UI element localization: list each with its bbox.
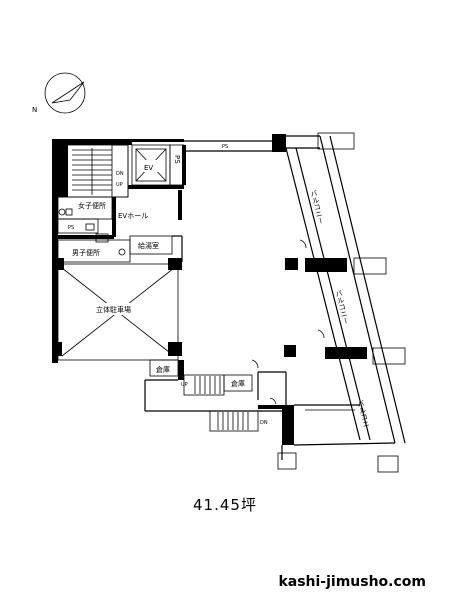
label-up: UP (116, 182, 123, 188)
label-stair-dn: DN (260, 420, 268, 426)
label-ps-small: PS (68, 225, 74, 231)
label-parking: 立体駐車場 (96, 305, 131, 314)
label-dn: DN (116, 171, 124, 177)
core-area: DN UP EV PS PS (57, 144, 228, 198)
door-swing (269, 397, 277, 405)
label-ps-side: PS (173, 155, 181, 164)
service-area: 女子便所 PS EVホール 男子便所 給湯室 (57, 190, 183, 263)
label-womens-toilet: 女子便所 (78, 201, 106, 210)
label-ev: EV (144, 164, 153, 172)
door-swing (317, 329, 325, 339)
label-stair-up: UP (181, 382, 188, 388)
door-swing (251, 359, 259, 369)
site-watermark[interactable]: kashi-jimusho.com (278, 574, 426, 590)
lower-rooms: 倉庫 UP 倉庫 DN (149, 359, 282, 432)
label-mens-toilet: 男子便所 (72, 248, 100, 257)
door-swing (299, 239, 307, 249)
label-balcony-3: バルコニー (356, 399, 372, 435)
floor-area: 41.45坪 (193, 496, 257, 514)
parking-area: 立体駐車場 (52, 258, 182, 361)
label-storage-right: 倉庫 (231, 379, 245, 388)
label-janitor: 給湯室 (138, 241, 159, 250)
label-ev-hall: EVホール (118, 212, 148, 220)
building-walls (52, 132, 406, 473)
label-ps-top: PS (222, 144, 228, 150)
label-storage-left: 倉庫 (156, 365, 170, 374)
compass-icon: N (32, 72, 86, 114)
compass-north-label: N (32, 106, 37, 114)
